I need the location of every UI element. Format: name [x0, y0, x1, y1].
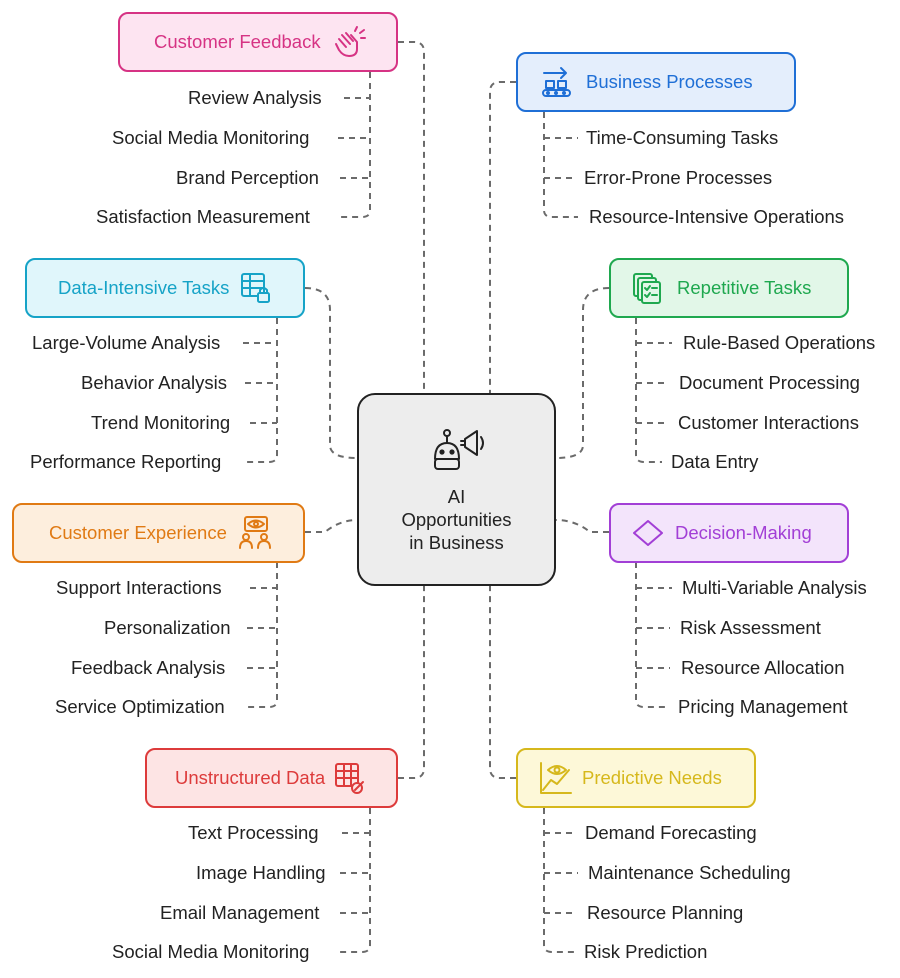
list-item: Demand Forecasting [585, 822, 757, 843]
node-title: Repetitive Tasks [677, 277, 812, 298]
unstructured-data-node: Unstructured Data [145, 748, 398, 808]
list-item: Customer Interactions [678, 412, 859, 433]
list-item: Support Interactions [56, 577, 222, 598]
data-intensive-tasks-node: Data-Intensive Tasks [25, 258, 305, 318]
list-item: Performance Reporting [30, 451, 222, 472]
list-item: Resource-Intensive Operations [589, 206, 845, 227]
customer-feedback-node: Customer Feedback [118, 12, 398, 72]
list-item: Rule-Based Operations [683, 332, 876, 353]
node-title: Data-Intensive Tasks [58, 277, 230, 298]
list-item: Large-Volume Analysis [32, 332, 221, 353]
list-item: Multi-Variable Analysis [682, 577, 867, 598]
list-item: Email Management [160, 902, 320, 923]
robot-megaphone-icon [434, 429, 484, 470]
list-item: Social Media Monitoring [112, 127, 310, 148]
list-item: Pricing Management [678, 696, 848, 717]
node-title: Customer Feedback [154, 31, 321, 52]
list-item: Resource Allocation [681, 657, 845, 678]
node-title: Customer Experience [49, 522, 227, 543]
list-item: Text Processing [188, 822, 319, 843]
diamond-icon [633, 520, 663, 546]
business-processes-node: Business Processes [516, 52, 796, 112]
center-title-line: in Business [409, 532, 504, 553]
chart-eye-icon [540, 762, 572, 794]
predictive-needs-node: Predictive Needs [516, 748, 756, 808]
list-item: Document Processing [679, 372, 860, 393]
center-title-line: Opportunities [401, 509, 512, 530]
center-node: AI Opportunities in Business [357, 393, 556, 586]
list-item: Error-Prone Processes [584, 167, 773, 188]
list-item: Data Entry [671, 451, 759, 472]
decision-making-node: Decision-Making [609, 503, 849, 563]
list-item: Brand Perception [176, 167, 319, 188]
customer-experience-node: Customer Experience [12, 503, 305, 563]
node-title: Business Processes [586, 71, 753, 92]
list-item: Personalization [104, 617, 231, 638]
repetitive-tasks-node: Repetitive Tasks [609, 258, 849, 318]
node-title: Predictive Needs [582, 767, 722, 788]
list-item: Trend Monitoring [91, 412, 231, 433]
node-title: Decision-Making [675, 522, 812, 543]
list-item: Social Media Monitoring [112, 941, 310, 962]
clapping-hands-icon [334, 26, 366, 57]
list-item: Review Analysis [188, 87, 322, 108]
list-item: Behavior Analysis [81, 372, 228, 393]
list-item: Resource Planning [587, 902, 744, 923]
list-item: Feedback Analysis [71, 657, 226, 678]
list-item: Risk Prediction [584, 941, 708, 962]
list-item: Service Optimization [55, 696, 225, 717]
node-title: Unstructured Data [175, 767, 326, 788]
document-checklist-icon [633, 273, 661, 304]
list-item: Time-Consuming Tasks [586, 127, 779, 148]
list-item: Image Handling [196, 862, 326, 883]
people-eye-icon [238, 516, 271, 549]
table-edit-icon [335, 763, 365, 794]
center-title: AI Opportunities in Business [359, 485, 554, 554]
table-lock-icon [241, 273, 271, 303]
center-title-line: AI [447, 486, 466, 507]
list-item: Maintenance Scheduling [588, 862, 791, 883]
list-item: Satisfaction Measurement [96, 206, 310, 227]
list-item: Risk Assessment [680, 617, 821, 638]
conveyor-belt-icon [542, 67, 571, 97]
